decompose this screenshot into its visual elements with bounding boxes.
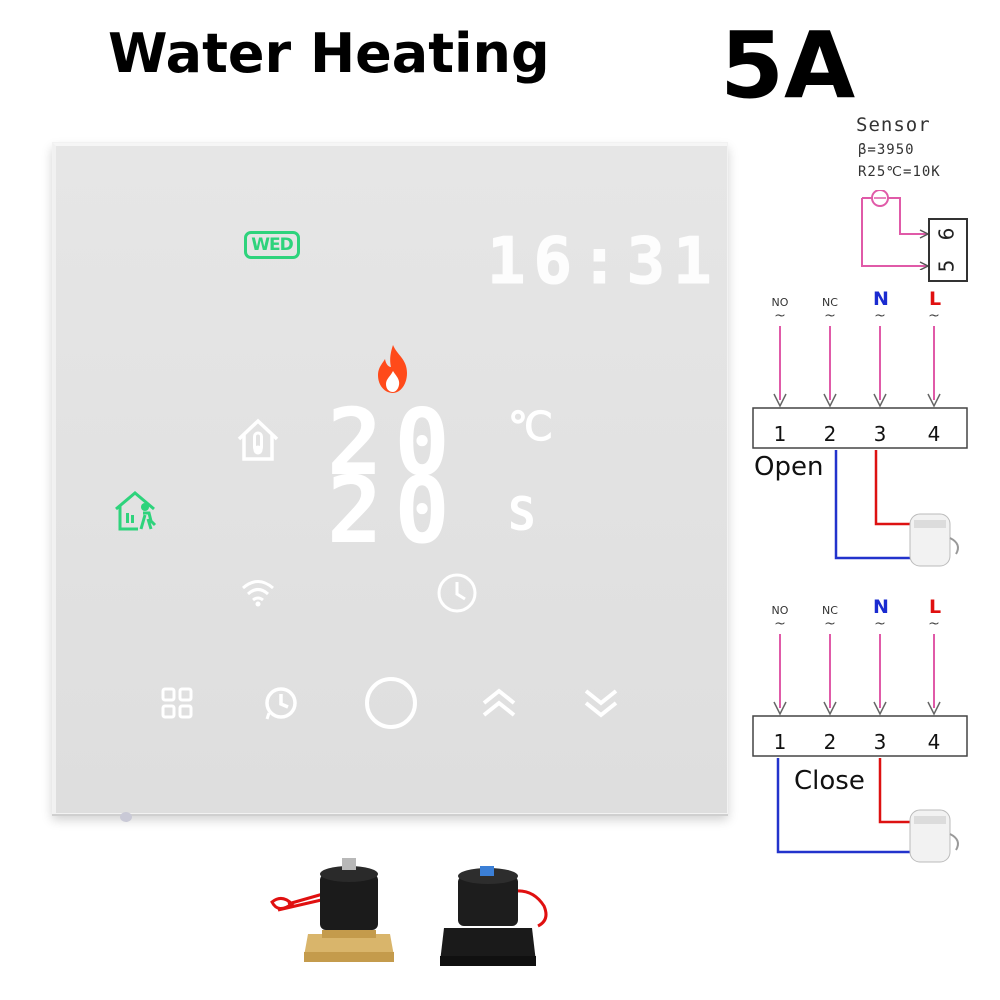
- thermostat-panel: WED 16:31 20 ℃ 20 S: [52, 142, 728, 814]
- close-terminal-2: 2: [823, 730, 837, 754]
- close-label-nc: NC: [822, 604, 838, 617]
- day-badge: WED: [244, 231, 300, 259]
- panel-mount-screw: [120, 812, 132, 822]
- close-label: Close: [794, 766, 865, 796]
- current-rating-label: 5A: [720, 12, 856, 119]
- chevron-down-icon[interactable]: [583, 687, 619, 724]
- open-terminal-4: 4: [927, 422, 941, 446]
- sensor-terminal-6: 6: [934, 227, 959, 241]
- open-label: Open: [754, 452, 824, 482]
- open-label-no: NO: [771, 296, 789, 309]
- seconds-unit: S: [508, 487, 536, 541]
- sensor-wire-diagram: [861, 190, 930, 270]
- close-label-n: N: [873, 596, 889, 618]
- open-wiring-lines: ~ ~ ~ ~: [752, 308, 968, 567]
- set-temperature-display: 20: [327, 389, 462, 496]
- current-temperature-display: 20: [327, 457, 462, 564]
- page-title: Water Heating: [108, 22, 550, 85]
- open-terminal-2: 2: [823, 422, 837, 446]
- close-terminal-4: 4: [927, 730, 941, 754]
- power-button[interactable]: [363, 675, 419, 736]
- sensor-title: Sensor: [856, 114, 931, 136]
- close-terminal-3: 3: [873, 730, 887, 754]
- brass-valve-icon: [268, 852, 398, 977]
- close-actuator-icon: [909, 809, 959, 863]
- close-label-no: NO: [771, 604, 789, 617]
- sensor-resistance: R25℃=10K: [858, 164, 941, 180]
- open-terminal-3: 3: [873, 422, 887, 446]
- open-label-n: N: [873, 288, 889, 310]
- flame-icon: [373, 343, 413, 400]
- close-terminal-1: 1: [773, 730, 787, 754]
- schedule-icon[interactable]: [263, 685, 299, 726]
- sensor-terminal-block: 6 5: [928, 218, 968, 282]
- svg-text:~: ~: [874, 308, 886, 324]
- svg-text:~: ~: [824, 308, 836, 324]
- wifi-icon: [241, 577, 275, 612]
- svg-text:~: ~: [824, 616, 836, 632]
- chevron-up-icon[interactable]: [481, 687, 517, 724]
- svg-text:~: ~: [874, 616, 886, 632]
- svg-text:~: ~: [774, 308, 786, 324]
- home-thermometer-icon: [235, 417, 281, 468]
- clock-display: 16:31: [487, 225, 720, 300]
- plastic-valve-icon: [440, 866, 570, 981]
- open-actuator-icon: [909, 513, 959, 567]
- open-label-l: L: [928, 288, 942, 310]
- clock-icon: [435, 571, 479, 620]
- svg-text:~: ~: [774, 616, 786, 632]
- svg-text:~: ~: [928, 616, 940, 632]
- menu-grid-icon[interactable]: [161, 687, 193, 724]
- open-terminal-1: 1: [773, 422, 787, 446]
- temperature-unit: ℃: [508, 404, 553, 450]
- sensor-terminal-5: 5: [934, 259, 959, 273]
- close-wiring-lines: ~ ~ ~ ~: [752, 616, 968, 863]
- open-label-nc: NC: [822, 296, 838, 309]
- home-person-icon: [113, 489, 159, 538]
- sensor-beta: β=3950: [858, 142, 915, 158]
- svg-text:~: ~: [928, 308, 940, 324]
- close-label-l: L: [928, 596, 942, 618]
